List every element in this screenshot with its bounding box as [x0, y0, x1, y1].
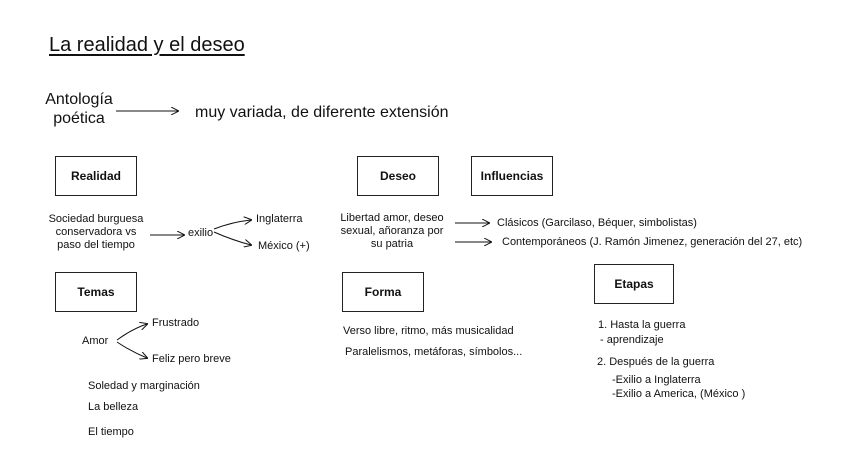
contemporaneos-label: Contemporáneos (J. Ramón Jimenez, genera… — [502, 236, 803, 248]
etapa-2-exilio-america: -Exilio a America, (México ) — [612, 388, 746, 400]
etapa-1: 1. Hasta la guerra — [598, 319, 686, 331]
antologia-label: Antología poética — [40, 90, 118, 128]
realidad-description: Sociedad burguesa conservadora vs paso d… — [40, 213, 152, 253]
deseo-box: Deseo — [357, 156, 439, 196]
etapa-1-aprendizaje: - aprendizaje — [600, 334, 664, 346]
antologia-description: muy variada, de diferente extensión — [195, 104, 449, 121]
forma-box: Forma — [342, 272, 424, 312]
etapas-box: Etapas — [594, 264, 674, 304]
realidad-line2: conservadora vs — [55, 226, 137, 239]
amor-label: Amor — [82, 335, 109, 347]
frustrado-label: Frustrado — [152, 317, 200, 329]
inglaterra-label: Inglaterra — [256, 213, 303, 225]
mexico-label: México (+) — [258, 240, 310, 252]
exilio-mexico-arrow — [213, 231, 251, 245]
amor-frustrado-arrow — [116, 324, 147, 341]
influencias-box: Influencias — [471, 156, 553, 196]
deseo-description: Libertad amor, deseo sexual, añoranza po… — [333, 212, 451, 252]
tiempo-label: El tiempo — [88, 426, 134, 438]
feliz-label: Feliz pero breve — [152, 353, 231, 365]
deseo-line1: Libertad amor, deseo — [340, 212, 444, 224]
forma-line1: Verso libre, ritmo, más musicalidad — [343, 325, 514, 337]
amor-feliz-arrow — [116, 341, 147, 358]
belleza-label: La belleza — [88, 401, 139, 413]
etapa-2-exilio-inglaterra: -Exilio a Inglaterra — [612, 374, 701, 386]
antologia-label-line1: Antología — [45, 91, 113, 108]
clasicos-label: Clásicos (Garcilaso, Béquer, simbolistas… — [497, 217, 697, 229]
realidad-line1: Sociedad burguesa — [48, 213, 144, 225]
deseo-line3: su patria — [370, 238, 414, 251]
exilio-inglaterra-arrow — [213, 220, 251, 230]
etapa-2: 2. Después de la guerra — [597, 356, 715, 368]
deseo-line2: sexual, añoranza por — [340, 225, 444, 238]
realidad-box: Realidad — [55, 156, 137, 196]
forma-line2: Paralelismos, metáforas, símbolos... — [345, 346, 523, 358]
temas-box: Temas — [55, 272, 137, 312]
antologia-label-line2: poética — [53, 110, 105, 128]
realidad-line3: paso del tiempo — [57, 239, 135, 252]
soledad-label: Soledad y marginación — [88, 380, 200, 392]
page-title: La realidad y el deseo — [49, 34, 245, 56]
exilio-label: exilio — [188, 227, 214, 239]
